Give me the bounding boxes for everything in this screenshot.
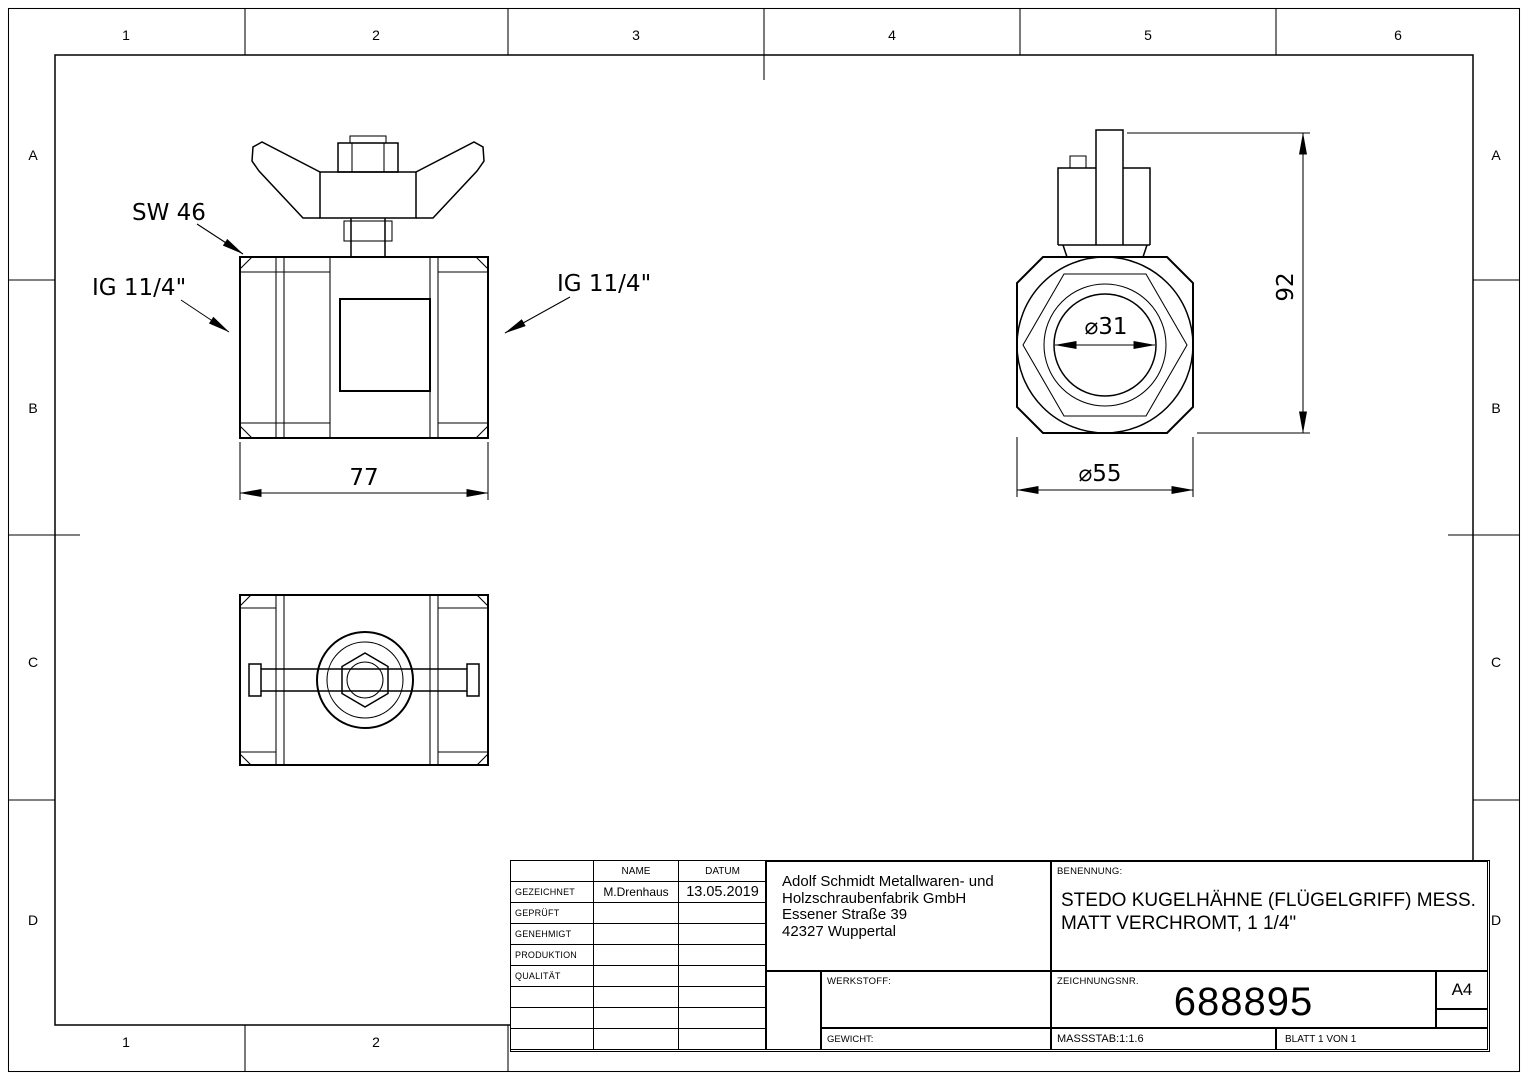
blatt-box: BLATT 1 VON 1 — [1276, 1028, 1488, 1050]
massstab-value: MASSSTAB:1:1.6 — [1057, 1033, 1144, 1045]
row-label-right-c: C — [1491, 654, 1501, 670]
sig-row-label: GEPRÜFT — [511, 903, 594, 924]
sig-row-datum — [679, 903, 766, 924]
sig-row-datum — [679, 924, 766, 945]
col-label-top-5: 5 — [1144, 27, 1152, 43]
side-view-body-octagon — [1016, 256, 1194, 434]
sig-row-name — [594, 966, 679, 987]
company-line: Adolf Schmidt Metallwaren- und — [782, 873, 994, 890]
sig-row-datum — [679, 966, 766, 987]
sig-header-datum: DATUM — [679, 861, 766, 882]
row-label-left-d: D — [28, 912, 38, 928]
title-block: NAME DATUM GEZEICHNET M.Drenhaus 13.05.2… — [510, 860, 1490, 1052]
valve-center-block — [339, 298, 431, 392]
col-label-bottom-1: 1 — [122, 1034, 130, 1050]
sig-row-name: M.Drenhaus — [594, 882, 679, 903]
sig-row-name — [594, 924, 679, 945]
sheet-format: A4 — [1451, 980, 1473, 999]
company-line: Essener Straße 39 — [782, 906, 908, 923]
sig-row-datum — [679, 945, 766, 966]
col-label-top-6: 6 — [1394, 27, 1402, 43]
empty-box — [766, 971, 821, 1050]
top-view-handle — [248, 663, 480, 697]
col-label-top-1: 1 — [122, 27, 130, 43]
sig-row-empty — [679, 1029, 766, 1050]
col-label-bottom-2: 2 — [372, 1034, 380, 1050]
col-label-top-2: 2 — [372, 27, 380, 43]
sig-row-empty — [679, 1008, 766, 1029]
dim-outer-label: ⌀55 — [1078, 461, 1121, 487]
sig-row-empty — [594, 1008, 679, 1029]
company-line: Holzschraubenfabrik GmbH — [782, 889, 967, 907]
company-address: Adolf Schmidt Metallwaren- und Holzschra… — [766, 861, 1051, 971]
row-label-left-b: B — [28, 400, 37, 416]
dimension-width-77: 77 — [239, 442, 489, 500]
zeichnungsnr-box: ZEICHNUNGSNR. 688895 — [1051, 971, 1436, 1028]
sig-row-empty — [511, 1008, 594, 1029]
sig-row-empty — [594, 1029, 679, 1050]
empty-box — [1436, 1009, 1488, 1028]
part-title-line1: STEDO KUGELHÄHNE (FLÜGELGRIFF) MESS. — [1061, 890, 1476, 911]
dim-bore-label: ⌀31 — [1084, 314, 1127, 340]
row-label-right-b: B — [1491, 400, 1500, 416]
zeichnungsnr-label: ZEICHNUNGSNR. — [1057, 976, 1139, 987]
col-label-top-4: 4 — [888, 27, 896, 43]
grid-reference-labels: 1 2 3 4 5 6 1 2 A B C D A B C D — [28, 27, 1501, 1050]
sig-row-label: GENEHMIGT — [511, 924, 594, 945]
sig-row-empty — [594, 987, 679, 1008]
massstab-box: MASSSTAB:1:1.6 — [1051, 1028, 1276, 1050]
sig-row-label: QUALITÄT — [511, 966, 594, 987]
top-view-body — [239, 594, 489, 766]
company-line: 42327 Wuppertal — [782, 922, 896, 940]
dimension-bore-31: ⌀31 — [1054, 314, 1156, 349]
sig-row-empty — [511, 1029, 594, 1050]
sig-row-datum: 13.05.2019 — [679, 882, 766, 903]
sheet-format-box: A4 — [1436, 971, 1488, 1009]
benennung-label: BENENNUNG: — [1057, 866, 1123, 877]
blatt-value: BLATT 1 VON 1 — [1285, 1033, 1357, 1045]
wing-handle — [251, 135, 485, 219]
dim-width-label: 77 — [349, 465, 378, 491]
part-title-line2: MATT VERCHROMT, 1 1/4" — [1061, 913, 1297, 934]
sig-row-label: GEZEICHNET — [511, 882, 594, 903]
sig-row-name — [594, 903, 679, 924]
row-label-right-d: D — [1491, 912, 1501, 928]
ig-left-label: IG 11/4" — [92, 275, 186, 301]
leader-ig-left: IG 11/4" — [92, 275, 230, 333]
valve-body-outline — [239, 256, 489, 439]
row-label-left-a: A — [28, 147, 38, 163]
sig-row-empty — [679, 987, 766, 1008]
side-view: ⌀31 92 ⌀55 — [1016, 129, 1310, 497]
ig-right-label: IG 11/4" — [557, 271, 651, 297]
sig-header-name: NAME — [594, 861, 679, 882]
col-label-top-3: 3 — [632, 27, 640, 43]
sw46-label: SW 46 — [132, 200, 206, 226]
signature-table: NAME DATUM GEZEICHNET M.Drenhaus 13.05.2… — [511, 861, 766, 1050]
sig-row-empty — [511, 987, 594, 1008]
leader-sw46: SW 46 — [132, 200, 244, 255]
front-view — [239, 135, 489, 439]
side-view-hex-flats — [1022, 273, 1188, 417]
stem-hex-nut — [341, 652, 389, 708]
gewicht-box: GEWICHT: — [821, 1028, 1051, 1050]
row-label-left-c: C — [28, 654, 38, 670]
sig-row-name — [594, 945, 679, 966]
benennung-box: BENENNUNG: STEDO KUGELHÄHNE (FLÜGELGRIFF… — [1051, 861, 1488, 971]
dimension-height-92: 92 — [1127, 132, 1310, 434]
sig-header-empty — [511, 861, 594, 882]
werkstoff-label: WERKSTOFF: — [827, 976, 892, 987]
gewicht-label: GEWICHT: — [827, 1033, 874, 1045]
leader-ig-right: IG 11/4" — [504, 271, 651, 334]
dim-height-label: 92 — [1273, 272, 1299, 301]
werkstoff-box: WERKSTOFF: — [821, 971, 1051, 1028]
drawing-number: 688895 — [1173, 980, 1314, 1024]
side-view-handle — [1057, 129, 1151, 258]
top-view — [239, 594, 489, 766]
row-label-right-a: A — [1491, 147, 1501, 163]
dimension-outer-55: ⌀55 — [1016, 437, 1194, 497]
sig-row-label: PRODUKTION — [511, 945, 594, 966]
